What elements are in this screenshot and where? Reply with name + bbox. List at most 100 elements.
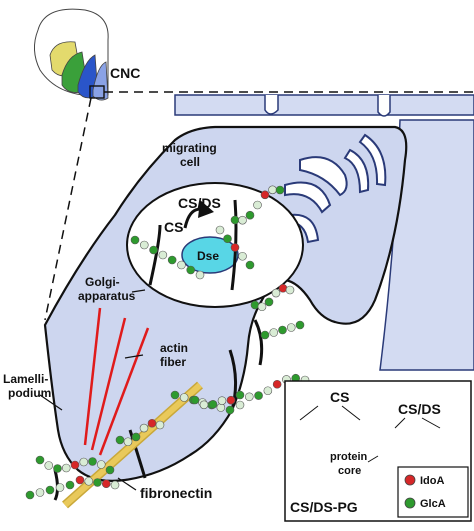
gag-bead (253, 200, 262, 210)
gag-bead (179, 393, 189, 402)
gag-bead (55, 483, 65, 492)
gag-bead (149, 245, 158, 255)
gag-bead (130, 235, 140, 245)
gag-bead (190, 395, 200, 405)
idoa-swatch (404, 474, 416, 486)
gag-bead (115, 435, 125, 445)
gag-bead (244, 392, 254, 402)
gag-bead (230, 215, 240, 225)
gag-bead (139, 240, 149, 250)
gag-bead (245, 210, 255, 220)
gag-bead (275, 185, 285, 195)
gag-bead (131, 432, 141, 442)
gag-bead (260, 190, 270, 200)
gag-bead (215, 225, 225, 235)
gag-bead (84, 476, 94, 486)
gag-bead (264, 297, 274, 307)
label-podium: podium (8, 386, 51, 400)
gag-chains (25, 185, 465, 500)
gag-bead (167, 255, 177, 265)
gag-bead (44, 461, 54, 470)
gag-bead (260, 330, 270, 340)
gag-bead (110, 480, 120, 490)
label-cs-inner: CS (164, 219, 183, 235)
gag-bead (158, 250, 168, 260)
arrow-head (198, 200, 214, 218)
gag-bead (268, 185, 277, 195)
gag-bead (226, 395, 236, 405)
label-golgi-1: Golgi- (85, 275, 120, 289)
label-actin: actin (160, 341, 188, 355)
gag-bead (250, 300, 260, 310)
actin-fibers (83, 307, 150, 456)
gag-bead (295, 320, 305, 330)
gag-bead (155, 420, 165, 430)
gag-bead (235, 400, 245, 410)
gag-bead (245, 260, 255, 270)
gag-bead (238, 251, 247, 261)
gag-bead (25, 490, 35, 500)
legend-cs-ds: CS/DS (398, 401, 441, 417)
gag-bead (235, 390, 245, 400)
golgi-stacks (284, 133, 387, 244)
gag-bead (123, 437, 133, 447)
dse-enzyme (181, 236, 239, 274)
gag-bead (257, 302, 267, 312)
gag-bead (271, 288, 281, 298)
legend-idoa: IdoA (420, 475, 444, 487)
label-cs-ds-top: CS/DS (178, 195, 221, 211)
legend-protein: protein (330, 451, 368, 463)
label-pointers (39, 289, 146, 491)
gag-bead (139, 423, 149, 433)
gag-bead (278, 283, 288, 293)
gag-bead (79, 457, 89, 467)
gag-bead (35, 455, 45, 465)
gag-bead (254, 391, 263, 400)
gag-bead (147, 418, 157, 428)
legend-cs: CS (330, 389, 349, 405)
gag-bead (269, 328, 279, 337)
label-lamelli: Lamelli- (3, 372, 48, 386)
legend-title: CS/DS-PG (290, 499, 358, 515)
zoom-line-left (44, 97, 92, 321)
label-cnc: CNC (110, 65, 140, 81)
gag-bead (45, 485, 55, 495)
label-fiber: fiber (160, 355, 186, 369)
gag-bead (70, 460, 80, 470)
gag-bead (225, 405, 235, 415)
gag-bead (177, 260, 186, 270)
gag-bead (101, 479, 111, 489)
gag-bead (217, 396, 227, 405)
gag-bead (35, 488, 45, 497)
gag-bead (272, 379, 282, 389)
gag-bead (238, 215, 247, 225)
glca-swatch (404, 497, 416, 509)
gag-bead (75, 475, 85, 485)
gag-bead (61, 463, 71, 473)
legend-box: CS CS/DS protein core CS/DS-PG IdoA GlcA (284, 380, 472, 522)
gag-bead (286, 323, 296, 332)
gag-bead (285, 285, 295, 295)
gag-bead (223, 234, 232, 244)
label-migrating: migrating (162, 141, 217, 155)
gag-bead (93, 478, 102, 487)
legend-core: core (338, 465, 361, 477)
gag-bead (96, 460, 106, 469)
gag-bead (263, 386, 273, 396)
gag-bead (88, 457, 97, 466)
gag-bead (278, 325, 287, 335)
gag-bead (208, 400, 218, 409)
gag-bead (53, 464, 62, 473)
gag-bead (65, 480, 75, 490)
gag-bead (195, 270, 205, 280)
label-cell: cell (180, 155, 200, 169)
gag-bead (105, 465, 115, 475)
gag-bead (186, 265, 196, 275)
gag-bead (199, 400, 209, 410)
embryo-head (34, 8, 109, 101)
gag-bead (230, 243, 240, 252)
gag-bead (170, 390, 180, 400)
label-fibronectin: fibronectin (140, 485, 212, 501)
